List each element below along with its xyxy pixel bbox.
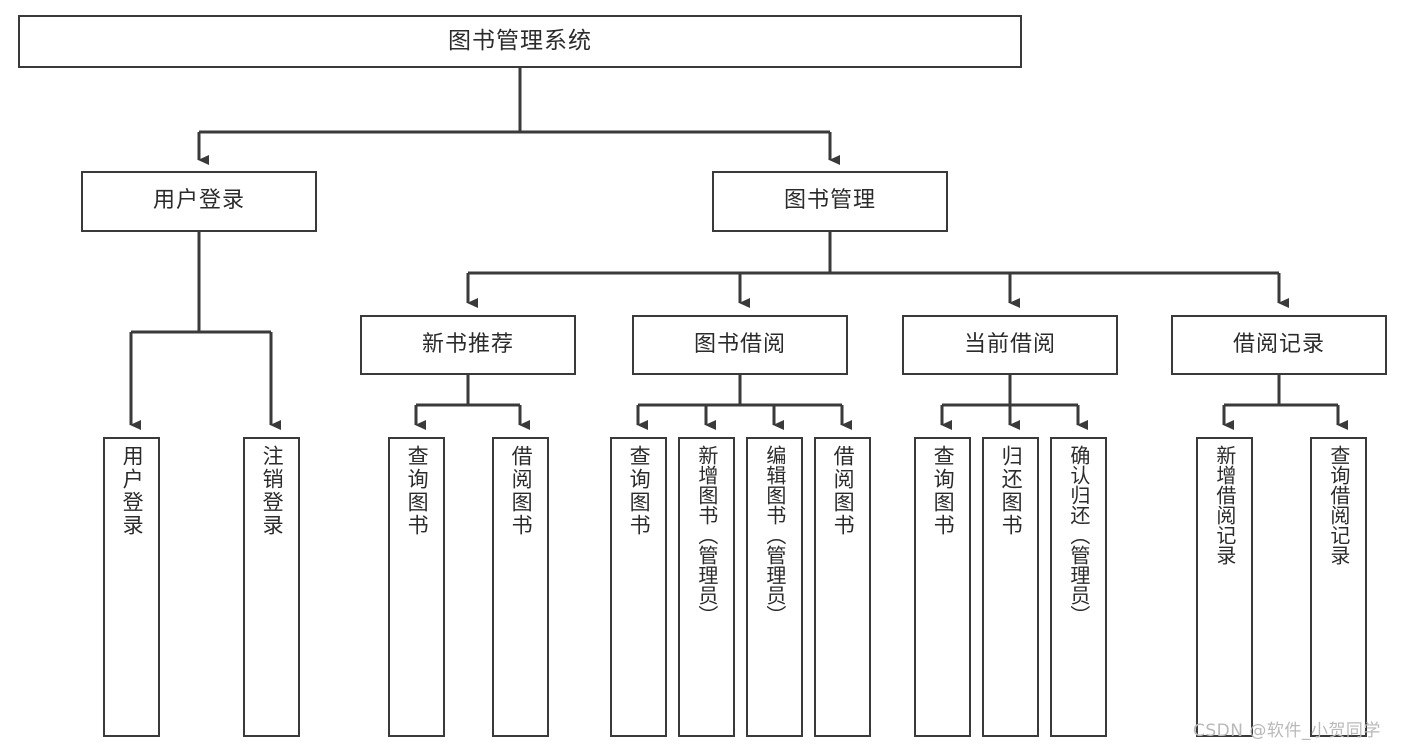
node-leaf-query-book-1[interactable]: 查询图书 xyxy=(388,437,445,737)
node-leaf-add-book[interactable]: 新增图书（管理员） xyxy=(678,437,735,737)
node-leaf-borrow-book-1[interactable]: 借阅图书 xyxy=(492,437,549,737)
node-leaf-query-record-label: 查询借阅记录 xyxy=(1326,445,1351,565)
node-leaf-edit-book[interactable]: 编辑图书（管理员） xyxy=(746,437,803,737)
node-leaf-query-book-2[interactable]: 查询图书 xyxy=(610,437,667,737)
node-leaf-add-record[interactable]: 新增借阅记录 xyxy=(1196,437,1253,737)
node-leaf-query-book-3-label: 查询图书 xyxy=(931,445,956,537)
node-new-book-recommend-label: 新书推荐 xyxy=(421,331,514,357)
node-user-login[interactable]: 用户登录 xyxy=(81,171,317,232)
node-root[interactable]: 图书管理系统 xyxy=(18,15,1022,68)
node-leaf-borrow-book-2-label: 借阅图书 xyxy=(831,445,856,537)
node-leaf-edit-book-label: 编辑图书（管理员） xyxy=(762,445,787,625)
node-leaf-user-logout-label: 注销登录 xyxy=(260,445,285,537)
node-leaf-return-book[interactable]: 归还图书 xyxy=(982,437,1039,737)
node-leaf-query-book-3[interactable]: 查询图书 xyxy=(914,437,971,737)
node-user-login-label: 用户登录 xyxy=(152,188,245,214)
node-leaf-return-book-label: 归还图书 xyxy=(999,445,1024,537)
node-leaf-query-book-2-label: 查询图书 xyxy=(627,445,652,537)
node-book-manage-label: 图书管理 xyxy=(783,188,876,214)
node-book-borrow[interactable]: 图书借阅 xyxy=(632,315,848,375)
node-current-borrow[interactable]: 当前借阅 xyxy=(902,315,1118,375)
node-leaf-add-record-label: 新增借阅记录 xyxy=(1212,445,1237,565)
node-leaf-query-book-1-label: 查询图书 xyxy=(405,445,430,537)
node-leaf-add-book-label: 新增图书（管理员） xyxy=(694,445,719,625)
node-leaf-query-record[interactable]: 查询借阅记录 xyxy=(1310,437,1367,737)
node-leaf-user-login-label: 用户登录 xyxy=(120,445,145,537)
csdn-watermark: CSDN @软件_小贺同学 xyxy=(1193,721,1381,741)
node-borrow-record[interactable]: 借阅记录 xyxy=(1171,315,1387,375)
node-leaf-user-logout[interactable]: 注销登录 xyxy=(243,437,300,737)
node-current-borrow-label: 当前借阅 xyxy=(963,331,1056,357)
node-leaf-borrow-book-2[interactable]: 借阅图书 xyxy=(814,437,871,737)
node-leaf-confirm-return-label: 确认归还（管理员） xyxy=(1066,445,1091,625)
node-book-borrow-label: 图书借阅 xyxy=(693,331,786,357)
node-root-label: 图书管理系统 xyxy=(448,28,592,55)
node-new-book-recommend[interactable]: 新书推荐 xyxy=(360,315,576,375)
node-book-manage[interactable]: 图书管理 xyxy=(712,171,948,232)
node-leaf-user-login[interactable]: 用户登录 xyxy=(103,437,160,737)
node-borrow-record-label: 借阅记录 xyxy=(1232,331,1325,357)
node-leaf-confirm-return[interactable]: 确认归还（管理员） xyxy=(1050,437,1107,737)
node-leaf-borrow-book-1-label: 借阅图书 xyxy=(509,445,534,537)
